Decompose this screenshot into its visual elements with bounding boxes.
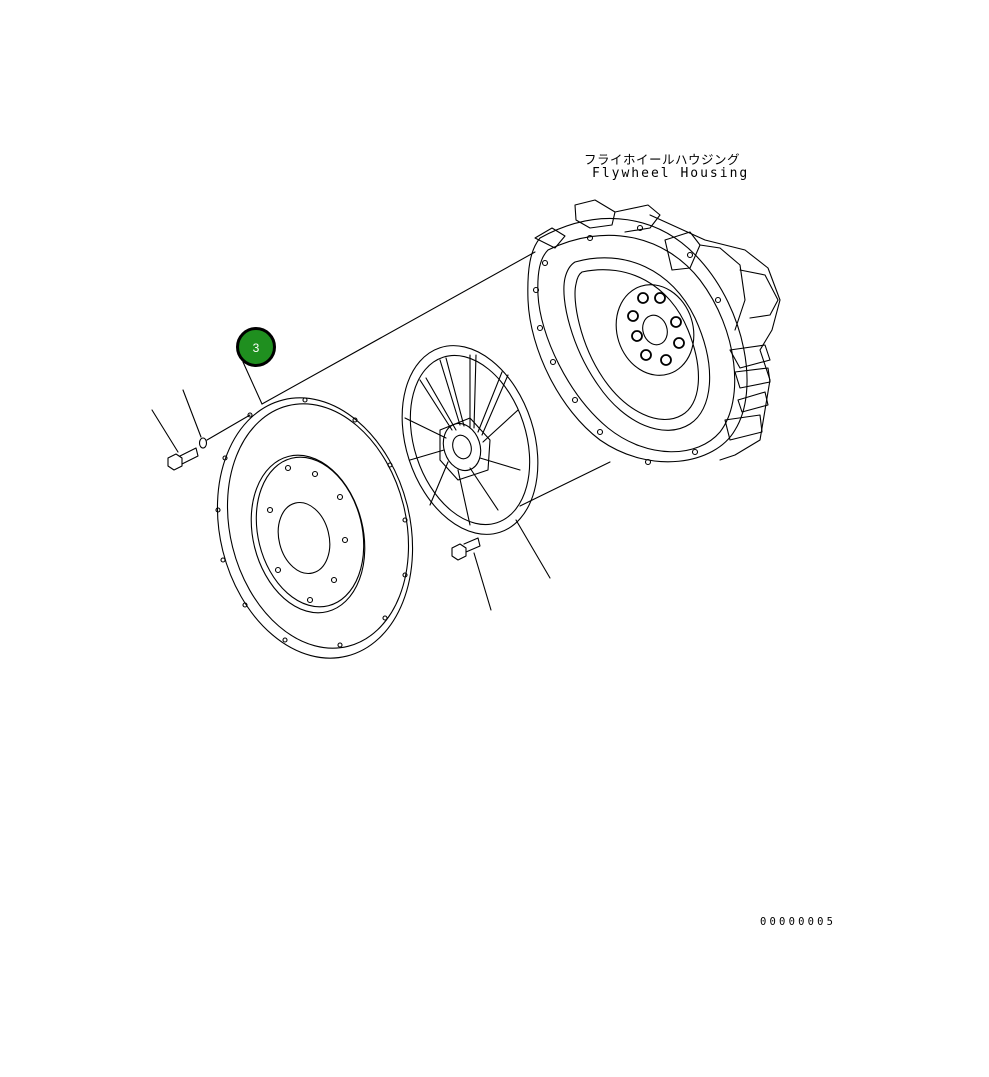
part-name-english: Flywheel Housing <box>592 166 750 181</box>
bolt-left <box>167 447 199 471</box>
callout-badge-3[interactable]: 3 <box>236 327 276 367</box>
washer <box>198 437 208 449</box>
callout-number: 3 <box>252 341 260 355</box>
flange-plate <box>215 397 414 659</box>
drawing-number: 00000005 <box>760 916 837 928</box>
part-name-japanese: フライホイールハウジング <box>584 152 741 167</box>
coupling-wheel <box>401 345 539 535</box>
leader-lines <box>151 251 611 611</box>
bolt-middle <box>451 537 481 561</box>
flywheel-housing <box>527 199 781 466</box>
